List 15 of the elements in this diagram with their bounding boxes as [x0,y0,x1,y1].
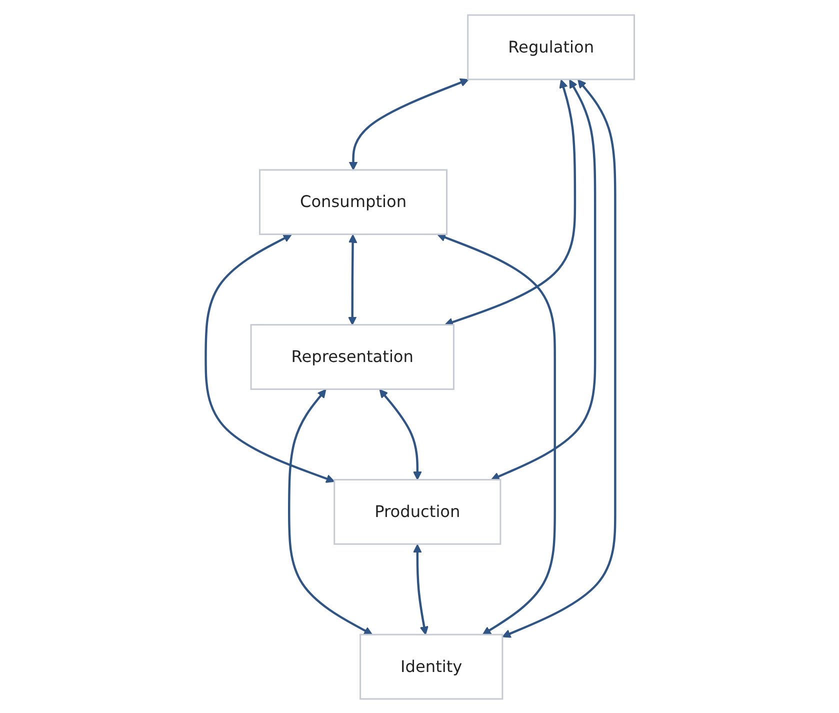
node-box: Representation [250,324,454,390]
node-box: Production [333,478,501,544]
arrow [412,544,428,634]
node-box: Identity [359,633,503,700]
arrow [348,78,468,170]
node-box: Consumption [258,168,448,235]
arrow [204,234,334,482]
arrow [436,232,556,634]
arrow [347,234,357,325]
arrow [378,388,422,480]
arrow [288,388,372,634]
arrow [444,78,576,326]
arrow [502,78,616,638]
arrow [490,78,596,480]
node-box: Regulation [466,14,634,80]
